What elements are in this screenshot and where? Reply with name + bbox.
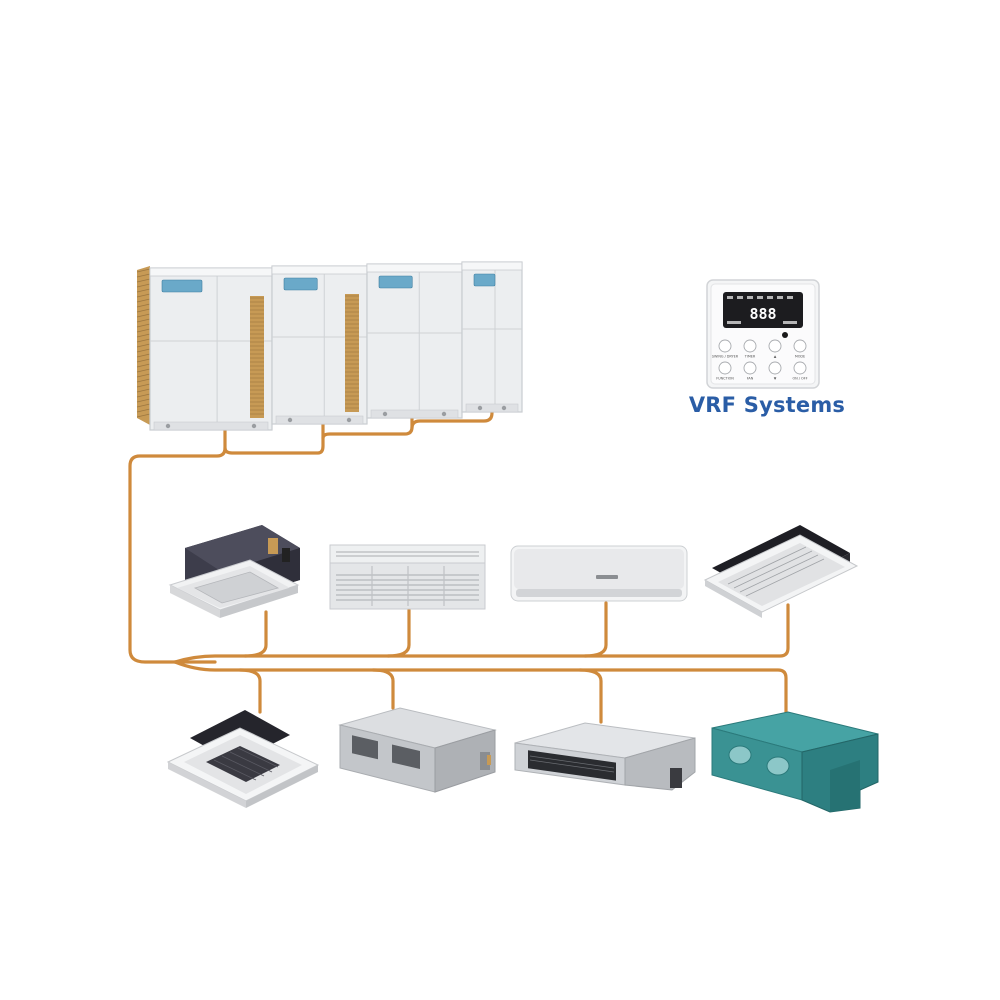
controller-button[interactable]: ▼ — [768, 361, 782, 381]
svg-text:▲: ▲ — [774, 355, 777, 359]
main-trunk-lower — [173, 660, 788, 720]
svg-text:MODE: MODE — [795, 355, 805, 359]
drop-up-3 — [583, 601, 608, 658]
controller-button[interactable]: SWING / DRYER — [712, 339, 739, 359]
drop-down-1 — [238, 668, 262, 714]
diagram-title: VRF Systems — [688, 393, 846, 417]
drop-up-1 — [243, 610, 268, 658]
indoor-high-static-duct — [711, 711, 879, 813]
refrigerant-pipes — [128, 401, 790, 724]
indoor-four-way-cassette — [168, 525, 300, 618]
outdoor-drop-3 — [410, 401, 494, 430]
indoor-slim-duct — [338, 707, 497, 793]
svg-text:FAN: FAN — [747, 377, 754, 381]
indoor-one-way-cassette — [703, 525, 859, 618]
controller-button[interactable]: ▲ — [768, 339, 782, 359]
svg-text:TIMER: TIMER — [744, 355, 756, 359]
controller-display: 888 — [749, 305, 776, 323]
main-trunk-upper — [173, 603, 790, 664]
wired-controller-icon: 888 SWING / DRYER TIMER ▲ MODE FUNCTION FAN ▼ O… — [706, 279, 820, 389]
indoor-wall-mounted — [510, 545, 688, 602]
outdoor-module-3 — [366, 263, 463, 419]
outdoor-drop-2 — [321, 410, 414, 440]
controller-button[interactable]: FUNCTION — [716, 361, 734, 381]
svg-text:▼: ▼ — [774, 377, 777, 381]
controller-buttons: SWING / DRYER TIMER ▲ MODE FUNCTION FAN ▼ ON / … — [712, 339, 808, 381]
svg-text:FUNCTION: FUNCTION — [716, 377, 734, 381]
indoor-compact-cassette — [166, 710, 320, 808]
controller-button[interactable]: MODE — [793, 339, 807, 359]
outdoor-units — [136, 261, 523, 431]
drop-up-2 — [386, 608, 411, 658]
svg-text:SWING / DRYER: SWING / DRYER — [712, 355, 739, 359]
outdoor-module-4 — [461, 261, 523, 413]
indoor-ceiling-floor — [329, 544, 486, 610]
outdoor-module-1 — [149, 267, 273, 431]
controller-button[interactable]: ON / OFF — [792, 361, 808, 381]
outdoor-manifold-pipe — [128, 428, 227, 664]
indoor-low-static-duct — [514, 722, 696, 791]
controller-screen — [723, 292, 803, 328]
outdoor-module-2 — [271, 265, 368, 425]
drop-down-2 — [371, 668, 395, 710]
controller-button[interactable]: TIMER — [743, 339, 757, 359]
svg-text:ON / OFF: ON / OFF — [792, 377, 807, 381]
drop-down-3 — [578, 668, 603, 724]
controller-button[interactable]: FAN — [743, 361, 757, 381]
coil-fins — [136, 268, 151, 418]
outdoor-drop-1 — [223, 413, 325, 455]
